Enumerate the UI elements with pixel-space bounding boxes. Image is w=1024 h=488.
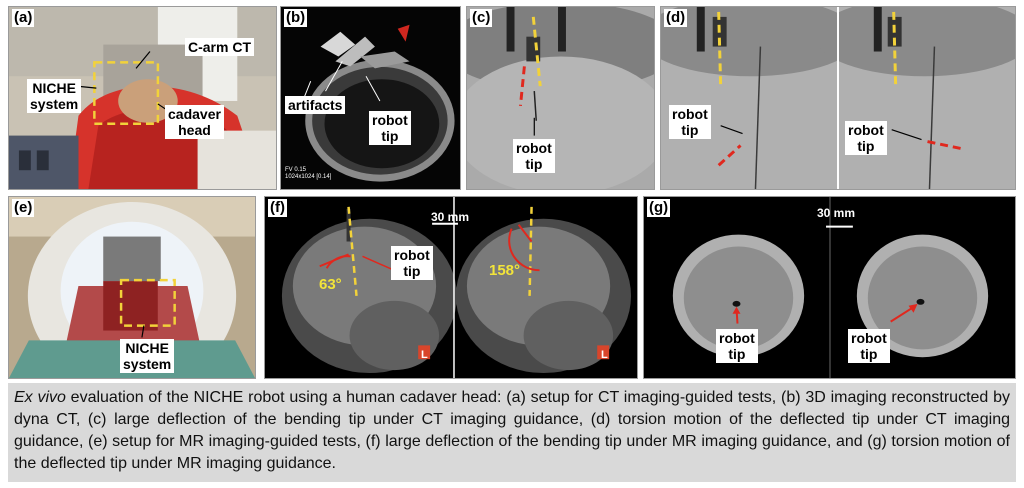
- niche-line2: system: [30, 96, 79, 112]
- robot-tip-c-line1: robot: [516, 140, 552, 156]
- panel-b-label: (b): [284, 9, 308, 27]
- robot-tip-g2-line2: tip: [860, 346, 878, 362]
- scale-bar-label-g: 30 mm: [817, 206, 856, 220]
- robot-tip-f-line2: tip: [403, 263, 421, 279]
- robot-tip-label-b: robot tip: [369, 111, 411, 145]
- ct-deflection-image: [467, 7, 654, 189]
- caption-italic: Ex vivo: [14, 389, 66, 406]
- robot-tip-c-line2: tip: [525, 156, 543, 172]
- panel-c-label: (c): [470, 9, 493, 27]
- panel-g-label: (g): [647, 199, 671, 217]
- ct-torsion-images: [661, 7, 1015, 189]
- robot-tip-g1-line1: robot: [719, 330, 755, 346]
- robot-tip-f-line1: robot: [394, 247, 430, 263]
- carm-label: C-arm CT: [185, 38, 255, 56]
- cadaver-line2: head: [178, 122, 211, 138]
- niche-system-label-e: NICHE system: [120, 339, 175, 373]
- niche-e-line1: NICHE: [125, 340, 169, 356]
- setup-photo-mr: [9, 197, 255, 378]
- panel-e-label: (e): [12, 199, 35, 217]
- robot-tip-g2-line1: robot: [851, 330, 887, 346]
- panel-f-label: (f): [268, 199, 287, 217]
- mr-deflection-images: [265, 197, 637, 378]
- mr-torsion-images: [644, 197, 1015, 378]
- panel-c: (c) robot tip: [466, 6, 655, 190]
- niche-system-label: NICHE system: [27, 79, 82, 113]
- robot-tip-label-d1: robot tip: [669, 105, 711, 139]
- dyna-ct-render: [281, 7, 460, 189]
- artifacts-label: artifacts: [285, 96, 346, 114]
- robot-tip-label-f: robot tip: [391, 246, 433, 280]
- cadaver-head-label: cadaver head: [165, 105, 224, 139]
- panel-d: (d) robot tip robot tip: [660, 6, 1016, 190]
- robot-tip-d2-line1: robot: [848, 122, 884, 138]
- robot-tip-label-c: robot tip: [513, 139, 555, 173]
- robot-tip-b-line2: tip: [381, 128, 399, 144]
- niche-e-line2: system: [123, 356, 172, 372]
- orientation-mark-1: L: [421, 349, 428, 361]
- panel-d-label: (d): [664, 9, 688, 27]
- panel-f: (f) 30 mm robot tip 63° 158° L L: [264, 196, 638, 379]
- figure-caption: Ex vivo evaluation of the NICHE robot us…: [8, 383, 1016, 482]
- robot-tip-label-d2: robot tip: [845, 121, 887, 155]
- fov-readout: FV 0.15 1024x1024 [0.14]: [285, 167, 331, 181]
- cadaver-line1: cadaver: [168, 106, 221, 122]
- robot-tip-label-g1: robot tip: [716, 329, 758, 363]
- robot-tip-g1-line2: tip: [728, 346, 746, 362]
- panel-e: (e) NICHE system: [8, 196, 256, 379]
- panel-b: (b) artifacts robot tip FV 0.15 1024x102…: [280, 6, 461, 190]
- niche-line1: NICHE: [32, 80, 76, 96]
- caption-text: evaluation of the NICHE robot using a hu…: [14, 389, 1010, 472]
- scale-bar-label-f: 30 mm: [431, 210, 470, 224]
- fov-line1: FV 0.15: [285, 167, 307, 173]
- fov-line2: 1024x1024 [0.14]: [285, 174, 332, 180]
- angle-label-158: 158°: [489, 262, 521, 279]
- panel-g: (g) 30 mm robot tip robot tip: [643, 196, 1016, 379]
- robot-tip-d2-line2: tip: [857, 138, 875, 154]
- panel-a-label: (a): [12, 9, 35, 27]
- robot-tip-d1-line1: robot: [672, 106, 708, 122]
- panel-a: (a) C-arm CT NICHE system cadaver head: [8, 6, 277, 190]
- robot-tip-d1-line2: tip: [681, 122, 699, 138]
- orientation-mark-2: L: [601, 349, 608, 361]
- robot-tip-label-g2: robot tip: [848, 329, 890, 363]
- angle-label-63: 63°: [319, 276, 342, 293]
- robot-tip-b-line1: robot: [372, 112, 408, 128]
